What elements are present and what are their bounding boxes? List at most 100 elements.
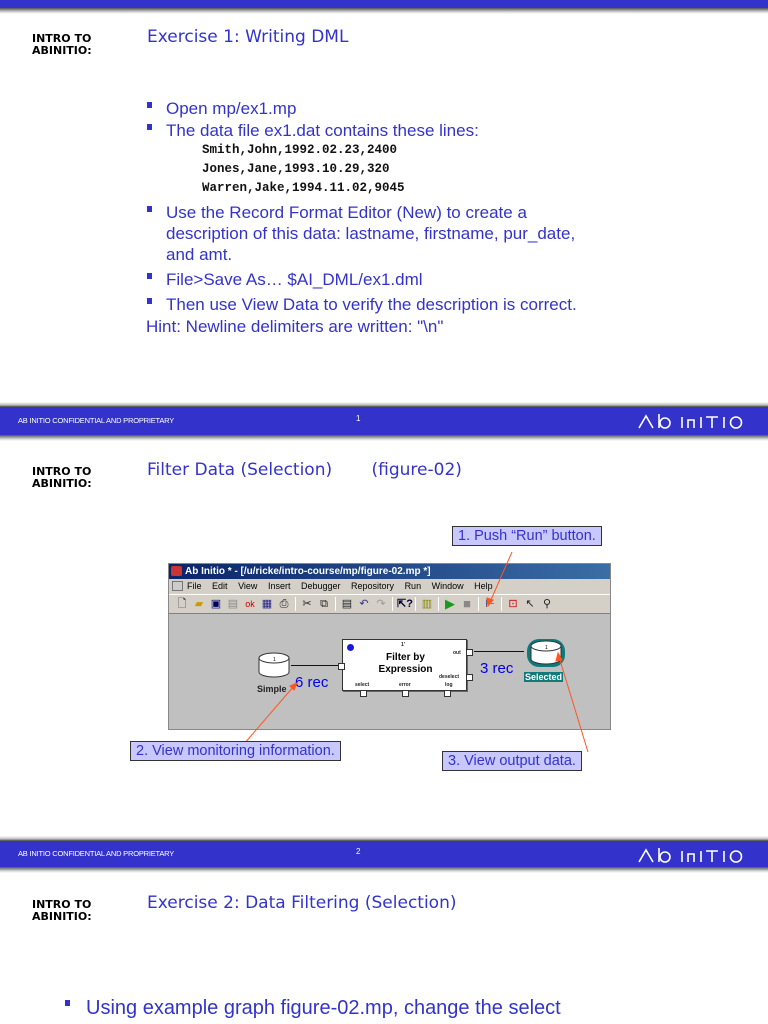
callout-output-data: 3. View output data. <box>442 751 582 771</box>
bullet-item: Use the Record Format Editor (New) to cr… <box>146 202 606 265</box>
intro-label-line1: INTRO TO <box>32 32 92 45</box>
menu-file[interactable]: File <box>187 581 202 591</box>
slide1-bullets: Open mp/ex1.mp The data file ex1.dat con… <box>146 98 606 337</box>
toolbar-separator <box>392 597 393 611</box>
graph-canvas: 1 Simple 6 rec 1' Filter by Expression o… <box>169 616 610 729</box>
svg-text:1: 1 <box>273 657 276 663</box>
menu-view[interactable]: View <box>238 581 258 591</box>
intro-label: INTRO TO ABINITIO: <box>32 33 92 57</box>
component-layout: 1' <box>401 642 405 648</box>
port-label-error: error <box>399 682 411 688</box>
debug-icon[interactable]: ⊡ <box>508 598 518 610</box>
help-icon[interactable]: ⇱? <box>397 598 413 610</box>
lock-icon[interactable]: ▤ <box>227 598 239 610</box>
pointer-icon[interactable]: ↖ <box>525 598 535 610</box>
gde-menubar: File Edit View Insert Debugger Repositor… <box>169 579 610 594</box>
data-line: Jones,Jane,1993.10.29,320 <box>202 162 390 176</box>
redo-icon[interactable]: ↷ <box>376 598 386 610</box>
slide2-footer <box>0 841 768 867</box>
intro-label-line1: INTRO TO <box>32 465 92 478</box>
port-error[interactable] <box>402 690 409 697</box>
intro-label-line2: ABINITIO: <box>32 910 92 923</box>
slide3-title: Exercise 2: Data Filtering (Selection) <box>147 893 457 913</box>
ab-initio-logo-icon <box>638 414 743 429</box>
confidential-notice: AB INITIO CONFIDENTIAL AND PROPRIETARY <box>18 416 175 425</box>
slide2-title-suffix: (figure-02) <box>371 460 462 480</box>
phase-icon[interactable]: ⊢ <box>485 598 495 610</box>
toolbar-separator <box>478 597 479 611</box>
slide1-footer-bottom-shadow <box>0 435 768 441</box>
data-line: Warren,Jake,1994.11.02,9045 <box>202 181 405 195</box>
page-number: 2 <box>356 847 361 856</box>
svg-text:1: 1 <box>545 645 548 651</box>
slide3-bullets: Using example graph figure-02.mp, change… <box>64 996 704 1024</box>
data-line: Smith,John,1992.02.23,2400 <box>202 143 398 157</box>
component-name-line2: Expression <box>378 664 433 675</box>
output-dataset-label: Selected <box>524 672 564 682</box>
check-icon[interactable]: ok <box>245 599 255 609</box>
output-record-count[interactable]: 3 rec <box>480 660 514 677</box>
slide2-footer-bottom-shadow <box>0 867 768 873</box>
intro-label-line2: ABINITIO: <box>32 44 92 57</box>
input-dataset-label: Simple <box>257 684 287 694</box>
callout-run-button: 1. Push “Run” button. <box>452 526 602 546</box>
port-label-log: log <box>445 682 453 688</box>
bullet-item: Then use View Data to verify the descrip… <box>146 294 606 315</box>
port-log[interactable] <box>444 690 451 697</box>
doc-icon <box>172 581 183 591</box>
edit-icon[interactable]: ▥ <box>421 598 433 610</box>
stop-icon[interactable]: ■ <box>463 596 471 611</box>
print-icon[interactable]: ⎙ <box>279 598 289 610</box>
confidential-notice: AB INITIO CONFIDENTIAL AND PROPRIETARY <box>18 849 175 858</box>
input-dataset-icon[interactable]: 1 <box>257 652 291 678</box>
window-title-text: Ab Initio * - [/u/ricke/intro-course/mp/… <box>185 566 431 577</box>
menu-repository[interactable]: Repository <box>351 581 395 591</box>
intro-label: INTRO TO ABINITIO: <box>32 466 92 490</box>
filter-by-expression-component[interactable]: 1' Filter by Expression out deselect sel… <box>338 639 473 697</box>
menu-window[interactable]: Window <box>431 581 464 591</box>
bullet-item: File>Save As… $AI_DML/ex1.dml <box>146 269 606 290</box>
ab-initio-logo <box>638 845 758 870</box>
run-icon[interactable]: ▶ <box>445 596 455 611</box>
gde-toolbar: 🗋 ▰ ▣ ▤ ok ▦ ⎙ ✂ ⧉ ▤ ↶ ↷ ⇱? ▥ ▶ ■ ⊢ ⊡ ↖ … <box>169 594 610 614</box>
grid-icon[interactable]: ▦ <box>261 598 273 610</box>
zoom-icon[interactable]: ⚲ <box>542 598 552 610</box>
menu-edit[interactable]: Edit <box>212 581 228 591</box>
undo-icon[interactable]: ↶ <box>359 598 369 610</box>
port-select[interactable] <box>360 690 367 697</box>
bullet-item: The data file ex1.dat contains these lin… <box>146 120 606 141</box>
slide1-footer <box>0 407 768 435</box>
menu-insert[interactable]: Insert <box>267 581 291 591</box>
intro-label: INTRO TO ABINITIO: <box>32 899 92 923</box>
output-dataset-icon[interactable]: 1 <box>526 638 566 668</box>
app-icon <box>171 566 182 576</box>
slide2-title-text: Filter Data (Selection) <box>147 460 333 480</box>
menu-help[interactable]: Help <box>474 581 493 591</box>
input-record-count[interactable]: 6 rec <box>295 674 329 691</box>
menu-run[interactable]: Run <box>404 581 422 591</box>
slide1-top-bar-shadow <box>0 8 768 14</box>
intro-label-line1: INTRO TO <box>32 898 92 911</box>
port-out[interactable] <box>466 649 473 656</box>
open-icon[interactable]: ▰ <box>194 598 204 610</box>
port-deselect[interactable] <box>466 674 473 681</box>
page-number: 1 <box>356 414 361 423</box>
paste-icon[interactable]: ▤ <box>341 598 353 610</box>
port-label-select: select <box>355 682 370 688</box>
status-dot-icon <box>347 644 354 651</box>
new-icon[interactable]: 🗋 <box>177 598 187 610</box>
port-in[interactable] <box>338 663 345 670</box>
copy-icon[interactable]: ⧉ <box>320 598 328 610</box>
hint-text: Hint: Newline delimiters are written: "\… <box>146 317 444 336</box>
slide2-title: Filter Data (Selection) (figure-02) <box>147 460 462 480</box>
flow-in <box>291 665 341 666</box>
ab-initio-logo <box>638 411 758 436</box>
ab-initio-logo-icon <box>638 848 743 863</box>
port-label-out: out <box>453 650 461 656</box>
toolbar-separator <box>335 597 336 611</box>
slide1-footer-shadow <box>0 402 768 407</box>
save-icon[interactable]: ▣ <box>210 598 222 610</box>
gde-window-title: Ab Initio * - [/u/ricke/intro-course/mp/… <box>169 564 610 579</box>
cut-icon[interactable]: ✂ <box>302 598 312 610</box>
menu-debugger[interactable]: Debugger <box>300 581 341 591</box>
